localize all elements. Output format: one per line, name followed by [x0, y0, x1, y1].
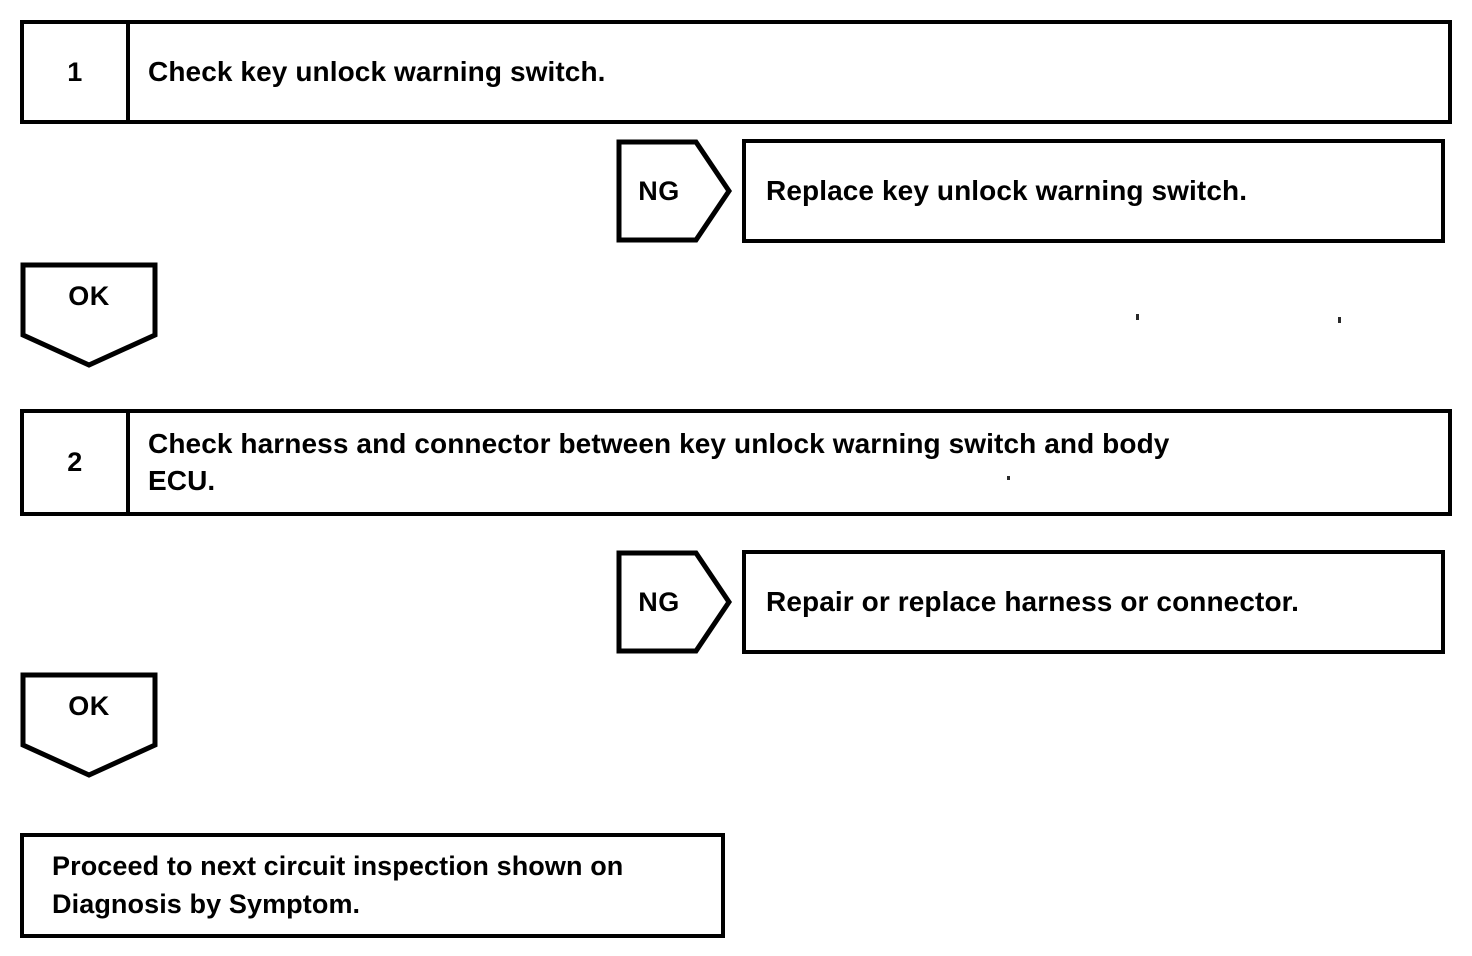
- step-2-box: 2 Check harness and connector between ke…: [20, 409, 1452, 516]
- step-1-text: Check key unlock warning switch.: [148, 55, 606, 87]
- final-instruction-box: Proceed to next circuit inspection shown…: [20, 833, 725, 938]
- ng-arrow-2-label: NG: [638, 586, 680, 617]
- ok-arrow-2-label: OK: [68, 690, 110, 721]
- ng-action-1-box: Replace key unlock warning switch.: [742, 139, 1445, 243]
- scan-speckle: [1338, 317, 1341, 323]
- ng-arrow-2: NG: [616, 550, 732, 654]
- ng-arrow-2-shape: [616, 550, 732, 654]
- step-2-text: Check harness and connector between key …: [148, 427, 1170, 496]
- ng-arrow-1: NG: [616, 139, 732, 243]
- ok-arrow-2: OK: [20, 672, 158, 778]
- ok-arrow-1-label: OK: [68, 280, 110, 311]
- step-2-number: 2: [24, 413, 130, 512]
- ok-arrow-2-shape: [20, 672, 158, 778]
- ng-action-2-box: Repair or replace harness or connector.: [742, 550, 1445, 654]
- ng-arrow-1-shape: [616, 139, 732, 243]
- scan-speckle: [1007, 476, 1010, 480]
- scan-speckle: [1136, 314, 1139, 320]
- step-1-box: 1 Check key unlock warning switch.: [20, 20, 1452, 124]
- ok-arrow-1-shape: [20, 262, 158, 368]
- ng-arrow-1-label: NG: [638, 175, 680, 206]
- ok-arrow-1: OK: [20, 262, 158, 368]
- step-1-number: 1: [24, 24, 130, 120]
